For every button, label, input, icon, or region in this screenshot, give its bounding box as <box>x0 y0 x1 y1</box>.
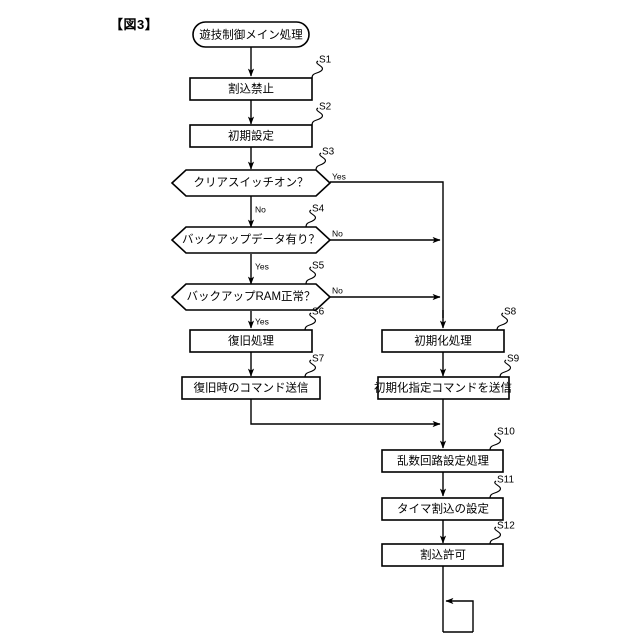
edge-s7-merge <box>250 399 441 428</box>
step-label-s3: S3 <box>322 147 335 158</box>
step-label-s9: S9 <box>507 354 520 365</box>
leader-s6 <box>304 312 317 331</box>
edge-s3-yes-trunk <box>330 181 444 318</box>
node-s3-label: クリアスイッチオン？ <box>194 176 309 189</box>
node-s9[interactable]: 初期化指定コマンドを送信 <box>374 376 512 400</box>
leader-s4 <box>305 209 317 228</box>
node-s12[interactable]: 割込許可 <box>381 543 504 567</box>
leader-s2 <box>311 107 324 126</box>
branch-label-s3-yes: Yes <box>332 171 346 181</box>
node-s4[interactable]: バックアップデータ有り？ <box>170 226 332 254</box>
node-s1-label: 割込禁止 <box>228 82 274 96</box>
step-label-s11: S11 <box>497 475 514 486</box>
node-s2[interactable]: 初期設定 <box>189 124 313 148</box>
branch-label-s5-yes: Yes <box>255 316 269 326</box>
step-label-s12: S12 <box>497 521 515 532</box>
leader-s8 <box>496 312 509 331</box>
branch-label-s5-no: No <box>332 285 343 295</box>
leader-s12 <box>489 526 502 545</box>
node-s3[interactable]: クリアスイッチオン？ <box>170 169 332 197</box>
step-label-s5: S5 <box>312 261 325 272</box>
edge-loopback <box>445 597 474 632</box>
leader-s7 <box>304 359 317 378</box>
leader-s11 <box>489 480 502 499</box>
node-s10[interactable]: 乱数回路設定処理 <box>381 449 504 473</box>
node-s6-label: 復旧処理 <box>228 334 274 348</box>
step-label-s7: S7 <box>312 354 325 365</box>
branch-label-s4-no: No <box>332 228 343 238</box>
node-s7[interactable]: 復旧時のコマンド送信 <box>181 376 321 400</box>
node-s7-label: 復旧時のコマンド送信 <box>194 381 309 395</box>
node-s10-label: 乱数回路設定処理 <box>397 454 489 468</box>
node-s6[interactable]: 復旧処理 <box>189 329 313 353</box>
node-s8[interactable]: 初期化処理 <box>381 329 505 353</box>
node-s11-label: タイマ割込の設定 <box>397 502 489 516</box>
leader-s9 <box>499 359 512 378</box>
step-label-s4: S4 <box>312 204 325 215</box>
node-s9-label: 初期化指定コマンドを送信 <box>374 381 512 395</box>
node-s1[interactable]: 割込禁止 <box>189 77 313 101</box>
node-start[interactable]: 遊技制御メイン処理 <box>192 21 310 48</box>
node-s2-label: 初期設定 <box>228 129 274 143</box>
leader-s3 <box>315 152 327 171</box>
node-s12-label: 割込許可 <box>420 548 466 562</box>
leader-s1 <box>311 60 324 79</box>
step-label-s6: S6 <box>312 307 325 318</box>
branch-label-s4-yes: Yes <box>255 261 269 271</box>
node-start-label: 遊技制御メイン処理 <box>199 28 303 42</box>
step-label-s1: S1 <box>319 55 332 66</box>
node-s11[interactable]: タイマ割込の設定 <box>381 497 504 521</box>
figure-number-label: 【図3】 <box>110 17 159 32</box>
leader-s5 <box>305 266 317 285</box>
step-label-s8: S8 <box>504 307 517 318</box>
step-label-s10: S10 <box>497 427 515 438</box>
node-s5[interactable]: バックアップRAM正常？ <box>170 283 332 311</box>
branch-label-s3-no: No <box>255 204 266 214</box>
connector-layer <box>247 47 474 633</box>
leader-s10 <box>489 432 502 451</box>
node-s8-label: 初期化処理 <box>414 334 472 348</box>
node-s4-label: バックアップデータ有り？ <box>182 232 320 246</box>
node-s5-label: バックアップRAM正常？ <box>186 290 315 303</box>
step-label-s2: S2 <box>319 102 332 113</box>
